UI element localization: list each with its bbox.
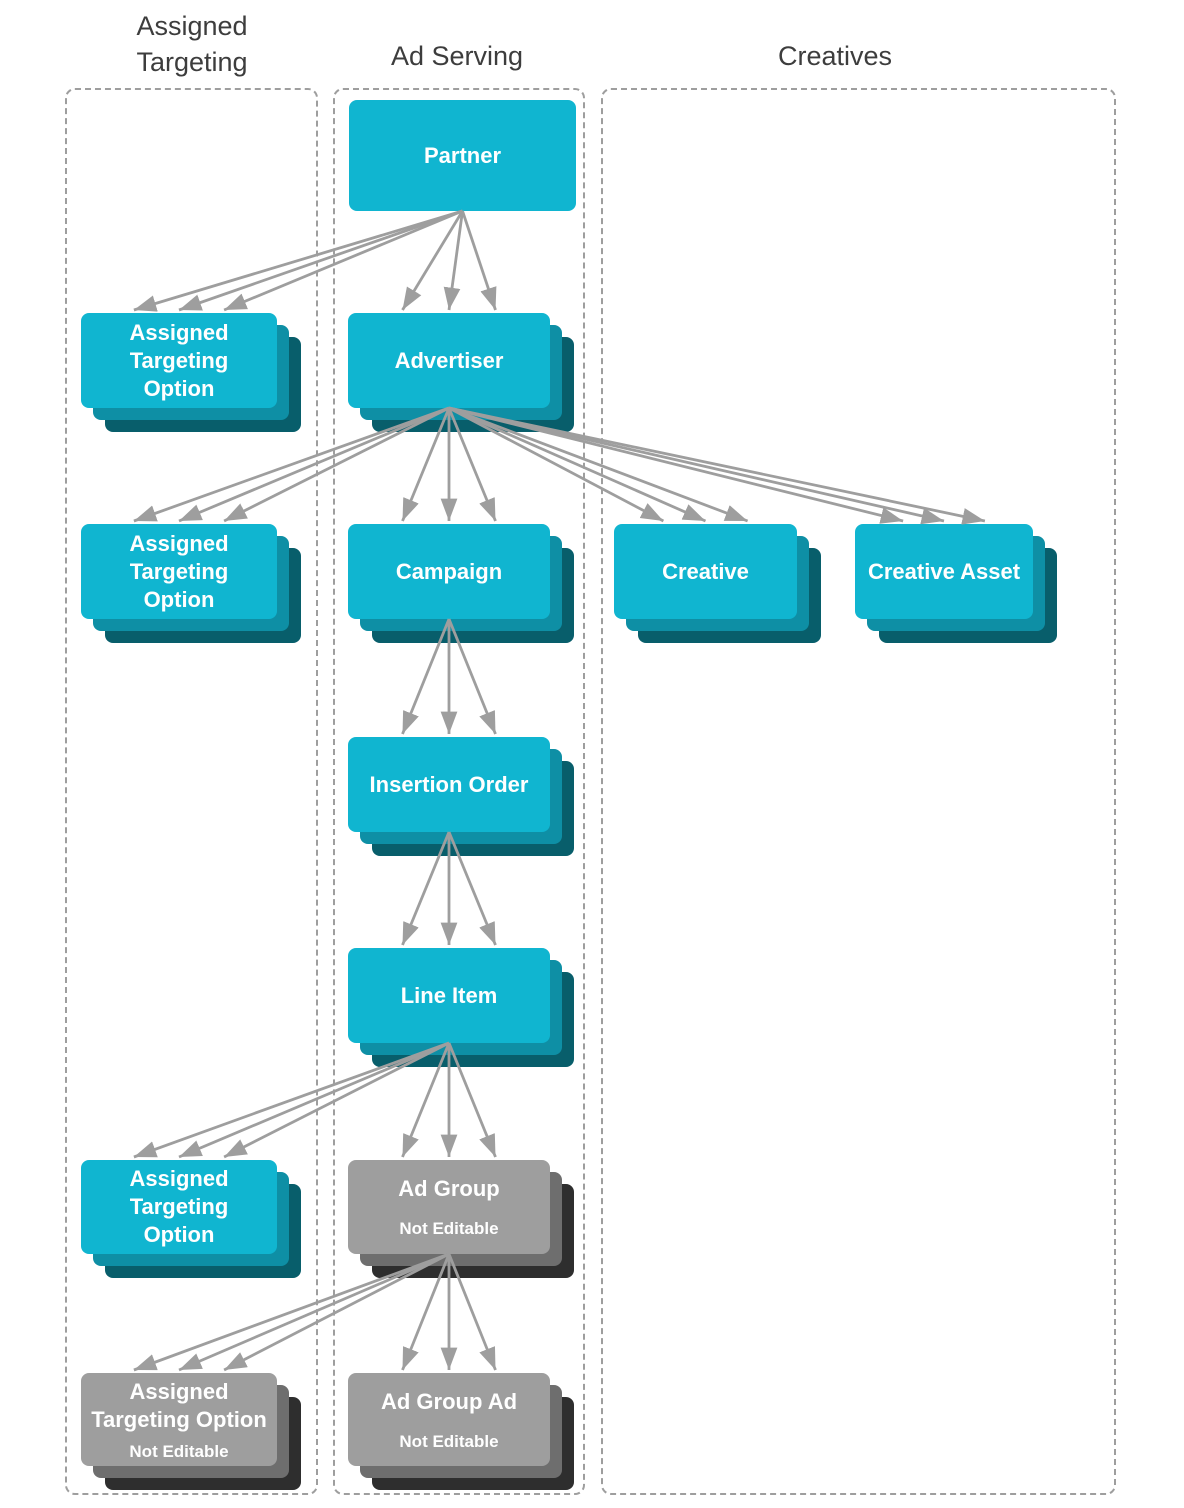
ad-group-label: Ad Group [398, 1176, 500, 1201]
partner-label: Partner [423, 142, 502, 168]
assigned-targeting-column-frame [65, 88, 318, 1495]
assigned-targeting-option-ne-label: Assigned [129, 1378, 229, 1404]
advertiser-label: Advertiser [394, 347, 504, 373]
advertiser-node: Advertiser [348, 313, 550, 408]
ad-group-ad-node: Ad Group Ad Not Editable [348, 1373, 550, 1466]
insertion-order-node: Insertion Order [348, 737, 550, 832]
ad-group-sublabel: Not Editable [399, 1219, 499, 1238]
assigned-targeting-option-2-label: Option [143, 586, 215, 612]
creatives-column-frame [601, 88, 1116, 1495]
ad-group-ad-label: Ad Group Ad [380, 1388, 518, 1414]
creative-asset-label: Creative Asset [867, 558, 1021, 584]
assigned-targeting-option-1-label: Option [143, 375, 215, 401]
campaign-label: Campaign [395, 558, 503, 584]
line-item-node: Line Item [348, 948, 550, 1043]
ad-group-ad-sublabel: Not Editable [399, 1431, 499, 1451]
assigned-targeting-option-3-label: Option [143, 1222, 215, 1247]
creatives-column-header: Creatives [777, 41, 893, 71]
ad-serving-column-frame [333, 88, 585, 1495]
assigned-targeting-option-ne-sublabel: Not Editable [129, 1441, 229, 1461]
line-item-label: Line Item [400, 982, 498, 1008]
assigned-targeting-option-ne-label: Targeting Option [91, 1406, 267, 1432]
assigned-targeting-column-header: Assigned Targeting [136, 11, 248, 77]
campaign-node: Campaign [348, 524, 550, 619]
creative-label: Creative [662, 558, 749, 584]
assigned-targeting-option-2-label: Assigned [129, 530, 229, 556]
insertion-order-label: Insertion Order [369, 771, 529, 797]
creative-node: Creative [614, 524, 797, 619]
ad-serving-column-header: Ad Serving [390, 41, 524, 71]
assigned-targeting-option-1-label: Assigned [129, 319, 229, 345]
partner-node: Partner [349, 100, 576, 211]
assigned-targeting-option-2-label: Targeting [129, 558, 229, 584]
assigned-targeting-option-3-label: Targeting [129, 1194, 229, 1219]
creative-asset-node: Creative Asset [855, 524, 1033, 619]
assigned-targeting-option-3-label: Assigned [129, 1166, 229, 1191]
assigned-targeting-option-1-label: Targeting [129, 347, 229, 373]
